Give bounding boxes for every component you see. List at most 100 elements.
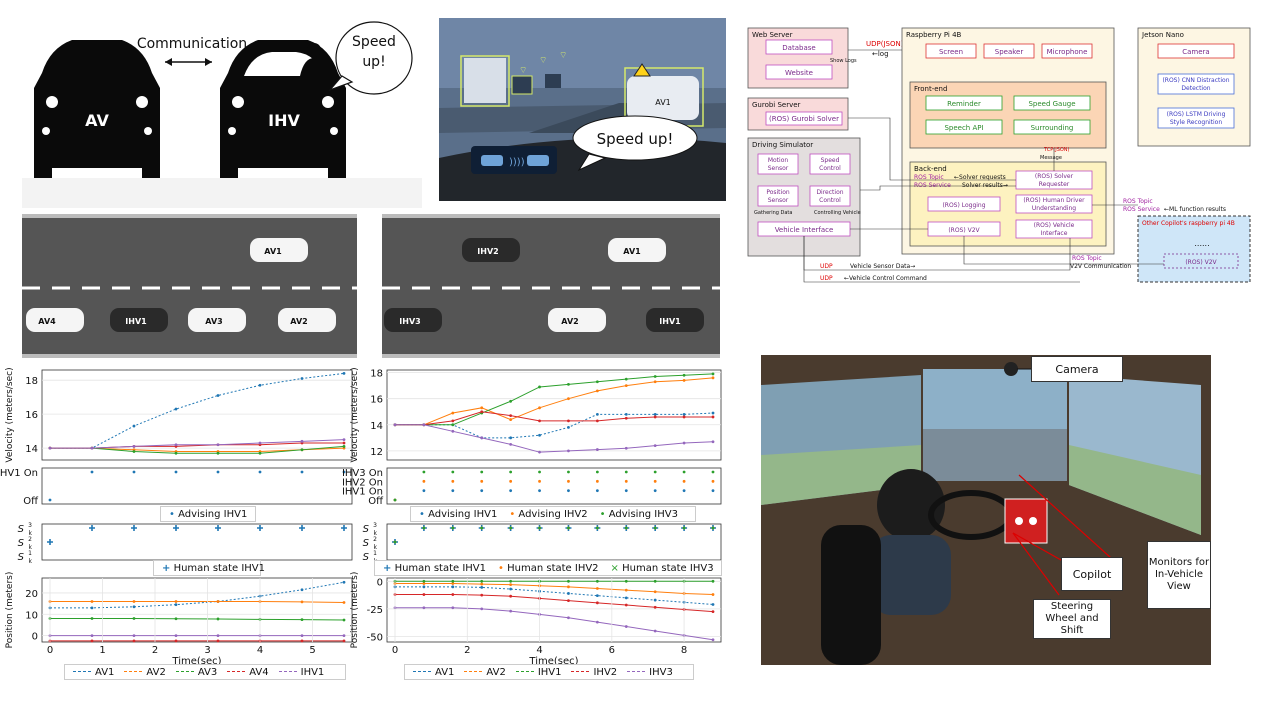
system-architecture-diagram: Web Server Database Website Show Logs UD…	[740, 20, 1255, 286]
right-position-line-ihv3	[395, 607, 714, 641]
road-scenario-left: AV1 AV4 IHV1 AV3 AV2	[22, 212, 357, 364]
left-velocity-ylabel: Velocity (meters/sec)	[5, 367, 15, 462]
legend-position-left: AV1 AV2 AV3 AV4 IHV1	[64, 664, 346, 680]
left-position-point-av1-1	[90, 606, 94, 610]
ml-results-label: ←ML function results	[1164, 206, 1226, 213]
right-state-mark-human-state-ihv3-3	[480, 526, 484, 530]
left-position-xtick-1: 1	[99, 645, 105, 656]
right-advising-mark-advising-ihv3-4	[509, 470, 513, 474]
front-end-title: Front-end	[914, 85, 947, 93]
right-advising-mark-advising-ihv1-10	[682, 489, 686, 493]
left-position-line-av3	[50, 618, 345, 621]
right-advising-mark-advising-ihv1-2	[451, 489, 455, 493]
right-state-mark-human-state-ihv3-1	[422, 526, 426, 530]
left-position-ytick-1: 10	[25, 610, 38, 621]
right-position-point-av2-6	[567, 585, 570, 589]
right-position-point-ihv3-4	[509, 609, 513, 613]
right-velocity-point-av2-7	[595, 389, 599, 393]
left-position-xtick-4: 4	[257, 645, 263, 656]
left-advising-mark-advising-ihv1-2	[132, 470, 136, 474]
left-position-xtick-3: 3	[204, 645, 210, 656]
monitors-callout-label: Monitors for In-Vehicle View	[1148, 557, 1210, 592]
right-position-point-av1-3	[480, 585, 484, 589]
left-position-point-av4-2	[132, 639, 136, 643]
svg-text:Position: Position	[766, 189, 790, 196]
legend-human-state-right: + Human state IHV1 • Human state IHV2 × …	[374, 560, 722, 576]
right-position-point-ihv2-4	[509, 594, 513, 598]
left-velocity-point-av1-6	[300, 377, 304, 380]
ros-service-label-2: ROS Service	[1123, 206, 1160, 213]
right-velocity-point-ihv2-8	[624, 416, 628, 420]
right-advising-mark-advising-ihv2-4	[509, 479, 513, 483]
right-position-point-av2-2	[451, 582, 455, 585]
right-velocity-point-av1-8	[624, 412, 628, 416]
right-position-point-ihv1-9	[653, 579, 657, 583]
steering-callout: Steering Wheel and Shift	[1033, 599, 1111, 639]
left-velocity-point-ihv1-7	[342, 438, 346, 442]
right-velocity-point-av1-9	[653, 412, 657, 416]
left-state-mark-human-state-ihv1-0	[47, 539, 53, 545]
driving-simulator-title: Driving Simulator	[752, 141, 813, 149]
v2v-communication-label: V2V Communication	[1070, 263, 1131, 270]
legend-av4-left: AV4	[227, 667, 269, 678]
left-state-mark-human-state-ihv1-2	[131, 525, 137, 531]
ros-topic-label-2: ROS Topic	[1123, 198, 1153, 205]
right-position-point-av1-8	[624, 596, 628, 600]
right-velocity-line-ihv2	[395, 411, 713, 426]
right-position-point-ihv2-9	[653, 605, 657, 609]
right-advising-mark-advising-ihv2-10	[682, 479, 686, 483]
right-velocity-point-ihv2-3	[480, 410, 484, 414]
road-right-car-av2: AV2	[548, 308, 606, 332]
communication-label: Communication	[137, 36, 247, 52]
right-advising-frame	[386, 467, 722, 505]
right-velocity-point-ihv1-5	[538, 385, 541, 389]
right-position-point-av1-6	[567, 592, 570, 595]
right-advising-mark-advising-ihv2-5	[538, 479, 541, 483]
right-advising-mark-advising-ihv3-7	[595, 470, 599, 474]
website-box: Website	[785, 69, 813, 77]
right-state-mark-human-state-ihv3-8	[624, 526, 628, 530]
legend-av2-right: AV2	[464, 667, 506, 678]
right-position-xtick-1: 2	[464, 645, 470, 656]
left-velocity-point-av3-3	[174, 451, 178, 455]
svg-text:Interface: Interface	[1041, 230, 1068, 237]
right-advising-mark-advising-ihv2-9	[653, 479, 657, 483]
left-position-point-av3-4	[216, 617, 220, 621]
right-position-xlabel: Time(sec)	[528, 656, 578, 667]
back-end-title: Back-end	[914, 165, 947, 173]
right-advising-mark-advising-ihv2-7	[595, 479, 599, 483]
ros-topic-label-3: ROS Topic	[1072, 255, 1102, 262]
right-advising-mark-advising-ihv3-1	[422, 470, 426, 474]
road-scenario-right: IHV2 AV1 IHV3 AV2 IHV1	[382, 212, 720, 364]
right-advising-mark-advising-ihv1-1	[422, 489, 426, 493]
left-position-xtick-2: 2	[152, 645, 158, 656]
left-advising-mark-advising-ihv1-5	[258, 470, 262, 474]
right-position-point-av2-4	[509, 583, 513, 587]
left-state-mark-human-state-ihv1-7	[341, 525, 347, 531]
legend-ihv2-right: IHV2	[571, 667, 617, 678]
left-velocity-ytick-0: 14	[25, 444, 38, 455]
left-velocity-point-av1-2	[132, 424, 136, 428]
left-velocity-point-av1-3	[174, 407, 178, 411]
left-position-line-av1	[50, 581, 345, 609]
left-position-point-av3-2	[132, 617, 136, 620]
left-position-point-av4-4	[216, 639, 220, 643]
right-position-point-ihv1-3	[480, 579, 484, 583]
left-position-line-av2	[50, 600, 345, 604]
right-state-ytick-sup-0: 3	[373, 522, 377, 529]
right-position-point-ihv1-6	[567, 579, 570, 583]
road-left-car-av3-label: AV3	[205, 317, 222, 326]
right-advising-mark-advising-ihv1-4	[509, 489, 513, 493]
right-velocity-frame	[386, 369, 722, 461]
right-velocity-point-av2-6	[567, 397, 570, 401]
av-label: AV	[85, 111, 109, 130]
svg-text:Sensor: Sensor	[768, 165, 789, 172]
legend-ihv1-right: IHV1	[515, 667, 561, 678]
svg-text:Understanding: Understanding	[1032, 205, 1076, 212]
right-velocity-point-av1-11	[711, 411, 715, 415]
vehicle-sensor-data-label: Vehicle Sensor Data→	[850, 263, 915, 270]
right-velocity-point-av2-9	[653, 380, 657, 384]
left-advising-ytick-0: IHV1 On	[0, 468, 38, 479]
right-advising-mark-advising-ihv1-11	[711, 489, 715, 493]
jetson-camera-box: Camera	[1182, 48, 1209, 56]
